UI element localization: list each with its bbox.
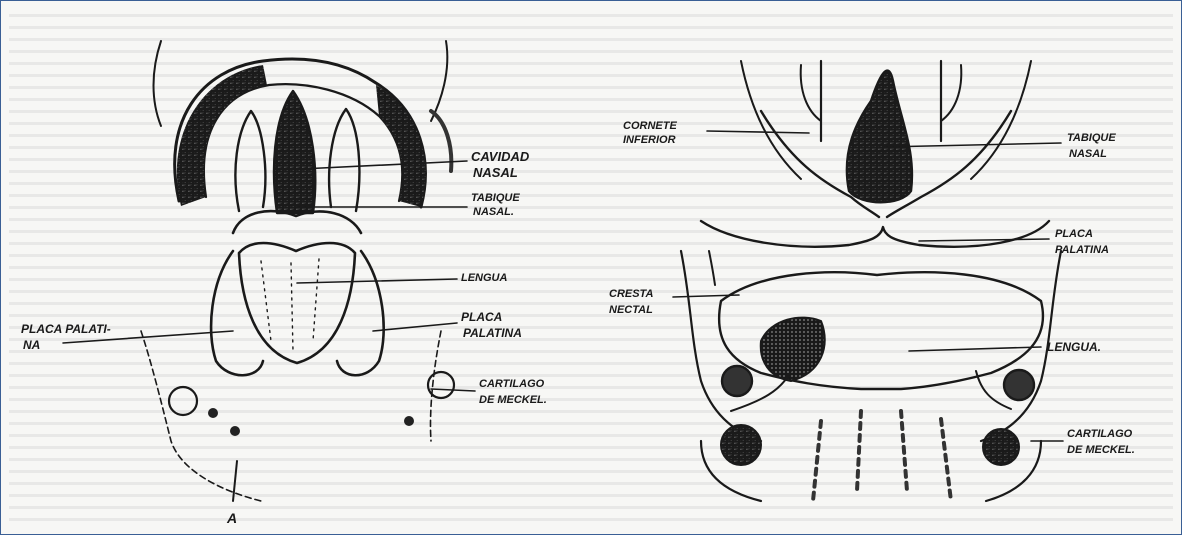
meckel-cartilage-right [428, 372, 454, 398]
label-panel-letter: A [226, 510, 237, 526]
label-tabique-nasal-1: TABIQUE [471, 192, 520, 204]
label-placa-palatina-left-2: NA [23, 338, 40, 352]
label-cornete-2: INFERIOR [623, 134, 676, 146]
label-tabique-b-2: NASAL [1069, 148, 1107, 160]
label-tabique-nasal-2: NASAL. [473, 206, 514, 218]
nasal-septum [274, 91, 315, 213]
meckel-cartilage-left [169, 387, 197, 415]
label-placa-b-1: PLACA [1055, 228, 1093, 240]
label-lengua-b: LENGUA. [1047, 340, 1101, 354]
label-cresta-2: NECTAL [609, 304, 653, 316]
label-placa-palatina-right-1: PLACA [461, 310, 502, 324]
label-cavidad-nasal-2: NASAL [473, 165, 518, 180]
label-tabique-b-1: TABIQUE [1067, 132, 1116, 144]
label-cartilago-a-2: DE MECKEL. [479, 394, 547, 406]
meckel-cartilage-b-right [1004, 370, 1034, 400]
figure-a: CAVIDAD NASAL TABIQUE NASAL. LENGUA PLAC… [21, 41, 547, 526]
figure-b: CORNETE INFERIOR TABIQUE NASAL PLACA PAL… [609, 61, 1135, 501]
label-cavidad-nasal-1: CAVIDAD [471, 149, 530, 164]
label-cartilago-b-1: CARTILAGO [1067, 428, 1133, 440]
nasal-cavity-left [235, 111, 265, 211]
label-cresta-1: CRESTA [609, 288, 653, 300]
label-lengua-a: LENGUA [461, 272, 508, 284]
palatine-plate-left [211, 251, 263, 375]
label-cartilago-a-1: CARTILAGO [479, 378, 545, 390]
meckel-cartilage-b-left [722, 366, 752, 396]
label-cartilago-b-2: DE MECKEL. [1067, 444, 1135, 456]
label-cornete-1: CORNETE [623, 120, 677, 132]
palatine-plate-b [701, 221, 1049, 247]
oral-contour [233, 211, 361, 233]
nasal-septum-b [847, 71, 912, 203]
label-placa-palatina-left-1: PLACA PALATI- [21, 322, 111, 336]
nasal-cavity-right [329, 109, 359, 211]
label-placa-b-2: PALATINA [1055, 244, 1109, 256]
label-placa-palatina-right-2: PALATINA [463, 326, 522, 340]
tongue-outline [239, 243, 355, 363]
